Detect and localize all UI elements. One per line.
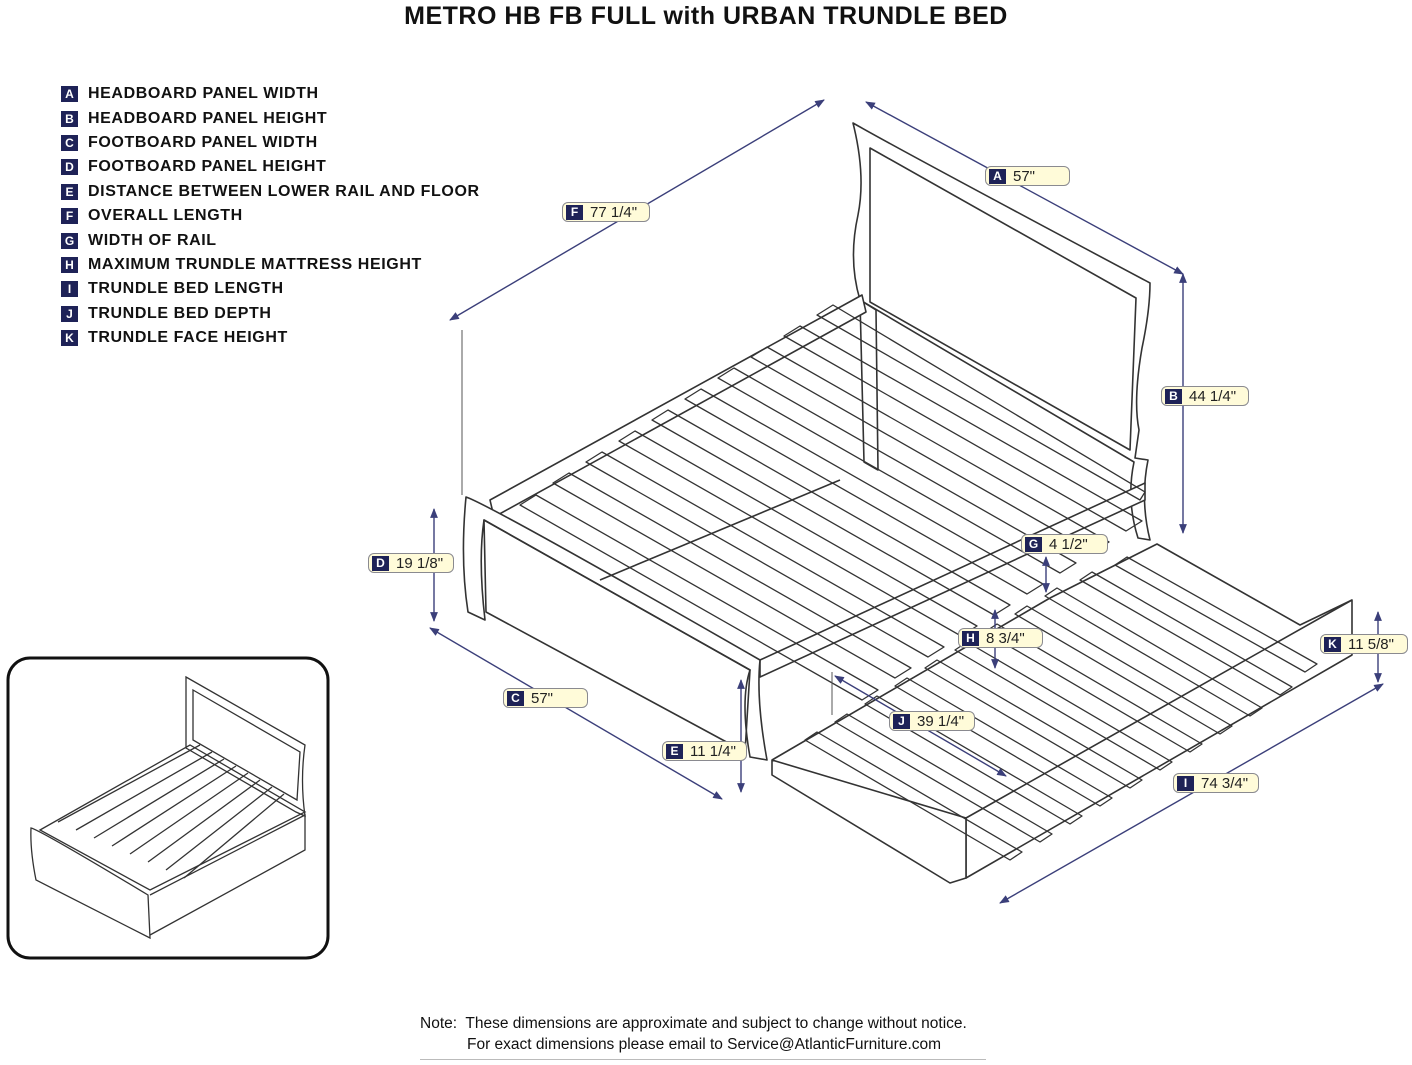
legend-item-h: H MAXIMUM TRUNDLE MATTRESS HEIGHT [61,253,480,277]
legend-letter: F [61,208,78,225]
legend-letter: I [61,281,78,298]
legend-label: DISTANCE BETWEEN LOWER RAIL AND FLOOR [88,182,480,200]
dimension-tag-j: J 39 1/4" [889,711,975,731]
legend-letter: G [61,232,78,249]
dimension-tag-a: A 57" [985,166,1070,186]
legend-item-i: I TRUNDLE BED LENGTH [61,277,480,301]
dimension-tag-g: G 4 1/2" [1021,534,1108,554]
tag-letter: I [1177,775,1194,791]
inset-thumbnail [6,656,330,960]
note-divider [420,1059,986,1060]
legend-item-f: F OVERALL LENGTH [61,204,480,228]
dimension-tag-i: I 74 3/4" [1173,773,1259,793]
left-rail [489,294,867,518]
legend-letter: K [61,330,78,347]
legend-letter: C [61,134,78,151]
tag-letter: H [962,630,979,646]
dimension-tag-f: F 77 1/4" [562,202,650,222]
tag-value: 4 1/2" [1049,535,1088,553]
tag-letter: E [666,743,683,759]
tag-letter: D [372,555,389,571]
dimension-tag-h: H 8 3/4" [958,628,1043,648]
note-line-1: Note: These dimensions are approximate a… [420,1015,967,1032]
legend-letter: B [61,110,78,127]
legend-label: MAXIMUM TRUNDLE MATTRESS HEIGHT [88,255,422,273]
legend-label: HEADBOARD PANEL WIDTH [88,85,319,103]
legend-letter: D [61,159,78,176]
legend-label: TRUNDLE BED DEPTH [88,304,272,322]
extension-lines [461,330,833,715]
legend-item-g: G WIDTH OF RAIL [61,228,480,252]
note-line-2: For exact dimensions please email to Ser… [467,1036,942,1053]
legend-letter: H [61,256,78,273]
dimension-tag-d: D 19 1/8" [368,553,454,573]
dimension-lines [429,99,1384,904]
legend-letter: E [61,183,78,200]
tag-letter: A [989,168,1006,184]
tag-letter: F [566,204,583,220]
legend-item-c: C FOOTBOARD PANEL WIDTH [61,131,480,155]
dim-line-i [999,683,1384,904]
legend-item-e: E DISTANCE BETWEEN LOWER RAIL AND FLOOR [61,180,480,204]
legend-label: FOOTBOARD PANEL WIDTH [88,133,318,151]
legend-item-d: D FOOTBOARD PANEL HEIGHT [61,155,480,179]
legend-label: TRUNDLE FACE HEIGHT [88,329,288,347]
tag-value: 19 1/8" [396,554,444,572]
slats [519,304,1146,701]
tag-value: 8 3/4" [986,629,1025,647]
tag-value: 39 1/4" [917,712,965,730]
tag-value: 11 1/4" [690,742,736,760]
legend-item-a: A HEADBOARD PANEL WIDTH [61,82,480,106]
tag-value: 77 1/4" [590,203,638,221]
dim-line-c [429,627,723,800]
footboard [462,496,768,761]
tag-letter: B [1165,388,1182,404]
tag-value: 57" [531,689,554,707]
legend-item-j: J TRUNDLE BED DEPTH [61,302,480,326]
legend-label: TRUNDLE BED LENGTH [88,280,284,298]
dimension-tag-k: K 11 5/8" [1320,634,1408,654]
tag-letter: K [1324,636,1341,652]
legend-letter: A [61,86,78,103]
legend-label: HEADBOARD PANEL HEIGHT [88,109,328,127]
dimension-legend: A HEADBOARD PANEL WIDTH B HEADBOARD PANEL … [61,82,480,350]
tag-value: 44 1/4" [1189,387,1237,405]
disclaimer-note: Note: These dimensions are approximate a… [420,1013,967,1055]
legend-item-k: K TRUNDLE FACE HEIGHT [61,326,480,350]
tag-letter: G [1025,536,1042,552]
legend-label: WIDTH OF RAIL [88,231,217,249]
tag-value: 11 5/8" [1348,635,1394,653]
dimension-tag-b: B 44 1/4" [1161,386,1249,406]
tag-value: 74 3/4" [1201,774,1249,792]
trundle-frame [771,543,1353,884]
trundle-back [1049,543,1353,626]
dimension-tag-e: E 11 1/4" [662,741,747,761]
tag-letter: C [507,690,524,706]
dimension-tag-c: C 57" [503,688,588,708]
diagram-title: METRO HB FB FULL with URBAN TRUNDLE BED [404,2,1008,30]
tag-value: 57" [1013,167,1036,185]
right-rail [759,482,1146,678]
dim-line-a [865,101,1184,275]
legend-letter: J [61,305,78,322]
tag-letter: J [893,713,910,729]
legend-item-b: B HEADBOARD PANEL HEIGHT [61,106,480,130]
legend-label: OVERALL LENGTH [88,207,243,225]
legend-label: FOOTBOARD PANEL HEIGHT [88,158,327,176]
